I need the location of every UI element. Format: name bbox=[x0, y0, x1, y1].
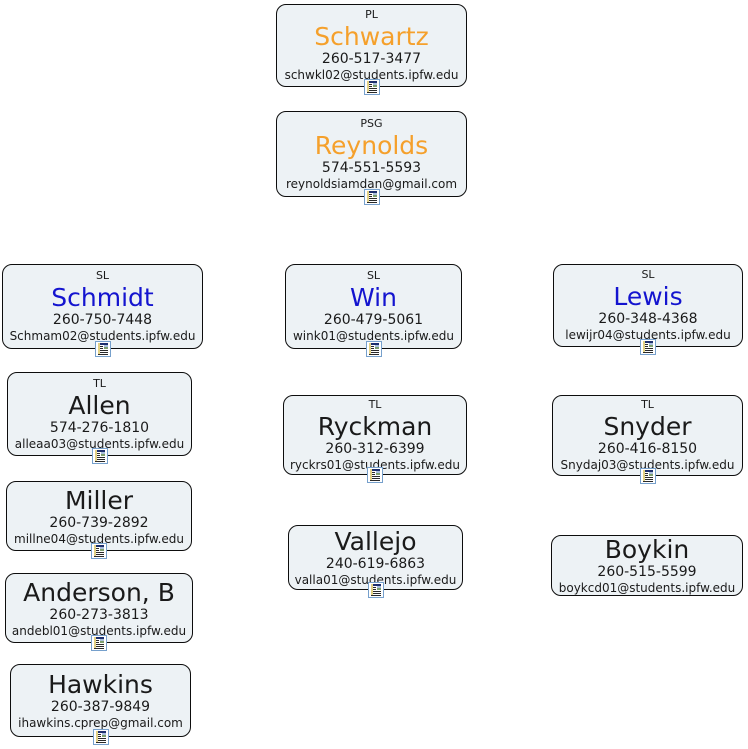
notes-icon[interactable] bbox=[365, 341, 382, 357]
card-phone: 574-551-5593 bbox=[321, 159, 422, 176]
card-phone: 260-387-9849 bbox=[50, 699, 151, 715]
card-email: boykcd01@students.ipfw.edu bbox=[558, 581, 736, 595]
card-name: Schmidt bbox=[51, 283, 154, 312]
card-name: Boykin bbox=[604, 535, 690, 564]
org-card-reynolds[interactable]: PSG Reynolds 574-551-5593 reynoldsiamdan… bbox=[276, 111, 467, 205]
card-email: millne04@students.ipfw.edu bbox=[14, 531, 184, 546]
card-name: Win bbox=[350, 283, 397, 312]
card-name: Ryckman bbox=[317, 411, 433, 441]
card-role-label: PSG bbox=[360, 116, 383, 130]
org-card-allen[interactable]: TL Allen 574-276-1810 alleaa03@students.… bbox=[7, 372, 192, 464]
card-phone: 260-273-3813 bbox=[49, 606, 149, 623]
card-email: reynoldsiamdan@gmail.com bbox=[285, 176, 458, 191]
org-card-miller[interactable]: Miller 260-739-2892 millne04@students.ip… bbox=[6, 481, 192, 559]
org-card-hawkins[interactable]: Hawkins 260-387-9849 ihawkins.cprep@gmai… bbox=[10, 664, 191, 745]
card-role-label: TL bbox=[368, 397, 382, 411]
card-phone: 260-479-5061 bbox=[323, 312, 424, 328]
card-name: Hawkins bbox=[48, 670, 153, 699]
card-phone: 260-416-8150 bbox=[597, 441, 698, 457]
card-name: Miller bbox=[64, 485, 134, 515]
notes-icon[interactable] bbox=[91, 543, 107, 559]
org-card-schmidt[interactable]: SL Schmidt 260-750-7448 Schmam02@student… bbox=[2, 264, 203, 357]
card-name: Schwartz bbox=[314, 22, 429, 51]
card-email: ihawkins.cprep@gmail.com bbox=[18, 716, 183, 730]
notes-icon[interactable] bbox=[363, 189, 380, 205]
card-phone: 260-515-5599 bbox=[597, 564, 697, 580]
card-email: valla01@students.ipfw.edu bbox=[294, 573, 457, 587]
notes-icon[interactable] bbox=[91, 448, 108, 464]
card-email: Snydaj03@students.ipfw.edu bbox=[560, 458, 735, 472]
notes-icon[interactable] bbox=[91, 635, 107, 651]
card-name: Allen bbox=[68, 390, 131, 420]
card-role-label: SL bbox=[641, 268, 655, 281]
org-card-boykin[interactable]: Boykin 260-515-5599 boykcd01@students.ip… bbox=[551, 535, 743, 596]
card-name: Anderson, B bbox=[23, 577, 175, 607]
card-email: lewijr04@students.ipfw.edu bbox=[565, 328, 731, 342]
notes-icon[interactable] bbox=[363, 79, 380, 95]
notes-icon[interactable] bbox=[94, 341, 111, 357]
card-phone: 260-750-7448 bbox=[52, 312, 153, 328]
notes-icon[interactable] bbox=[367, 582, 384, 598]
card-role-label: TL bbox=[93, 376, 106, 390]
notes-icon[interactable] bbox=[639, 468, 656, 484]
org-card-snyder[interactable]: TL Snyder 260-416-8150 Snydaj03@students… bbox=[552, 395, 743, 484]
card-role-label: SL bbox=[366, 269, 381, 282]
org-card-schwartz[interactable]: PL Schwartz 260-517-3477 schwkl02@studen… bbox=[276, 4, 467, 95]
card-email: andebl01@students.ipfw.edu bbox=[11, 623, 187, 638]
card-email: alleaa03@students.ipfw.edu bbox=[14, 436, 185, 451]
card-name: Reynolds bbox=[314, 130, 429, 160]
card-role-label: SL bbox=[95, 269, 110, 282]
card-phone: 260-312-6399 bbox=[325, 440, 425, 457]
card-phone: 260-517-3477 bbox=[321, 51, 422, 67]
card-email: schwkl02@students.ipfw.edu bbox=[284, 68, 459, 82]
org-card-lewis[interactable]: SL Lewis 260-348-4368 lewijr04@students.… bbox=[553, 264, 743, 355]
card-role-label: PL bbox=[365, 8, 378, 21]
card-phone: 260-348-4368 bbox=[598, 311, 698, 327]
card-name: Snyder bbox=[603, 412, 692, 441]
card-email: ryckrs01@students.ipfw.edu bbox=[289, 457, 461, 472]
notes-icon[interactable] bbox=[640, 339, 656, 355]
card-role-label: TL bbox=[641, 398, 654, 411]
org-card-anderson[interactable]: Anderson, B 260-273-3813 andebl01@studen… bbox=[5, 573, 193, 651]
notes-icon[interactable] bbox=[367, 467, 383, 483]
card-phone: 240-619-6863 bbox=[325, 556, 426, 572]
card-name: Vallejo bbox=[334, 527, 417, 556]
card-phone: 574-276-1810 bbox=[49, 419, 150, 436]
card-phone: 260-739-2892 bbox=[49, 514, 149, 531]
card-email: Schmam02@students.ipfw.edu bbox=[9, 329, 196, 343]
card-name: Lewis bbox=[613, 282, 683, 311]
org-card-win[interactable]: SL Win 260-479-5061 wink01@students.ipfw… bbox=[285, 264, 462, 357]
org-card-ryckman[interactable]: TL Ryckman 260-312-6399 ryckrs01@student… bbox=[283, 395, 467, 483]
notes-icon[interactable] bbox=[92, 729, 109, 745]
card-email: wink01@students.ipfw.edu bbox=[292, 329, 454, 343]
org-card-vallejo[interactable]: Vallejo 240-619-6863 valla01@students.ip… bbox=[288, 525, 463, 598]
